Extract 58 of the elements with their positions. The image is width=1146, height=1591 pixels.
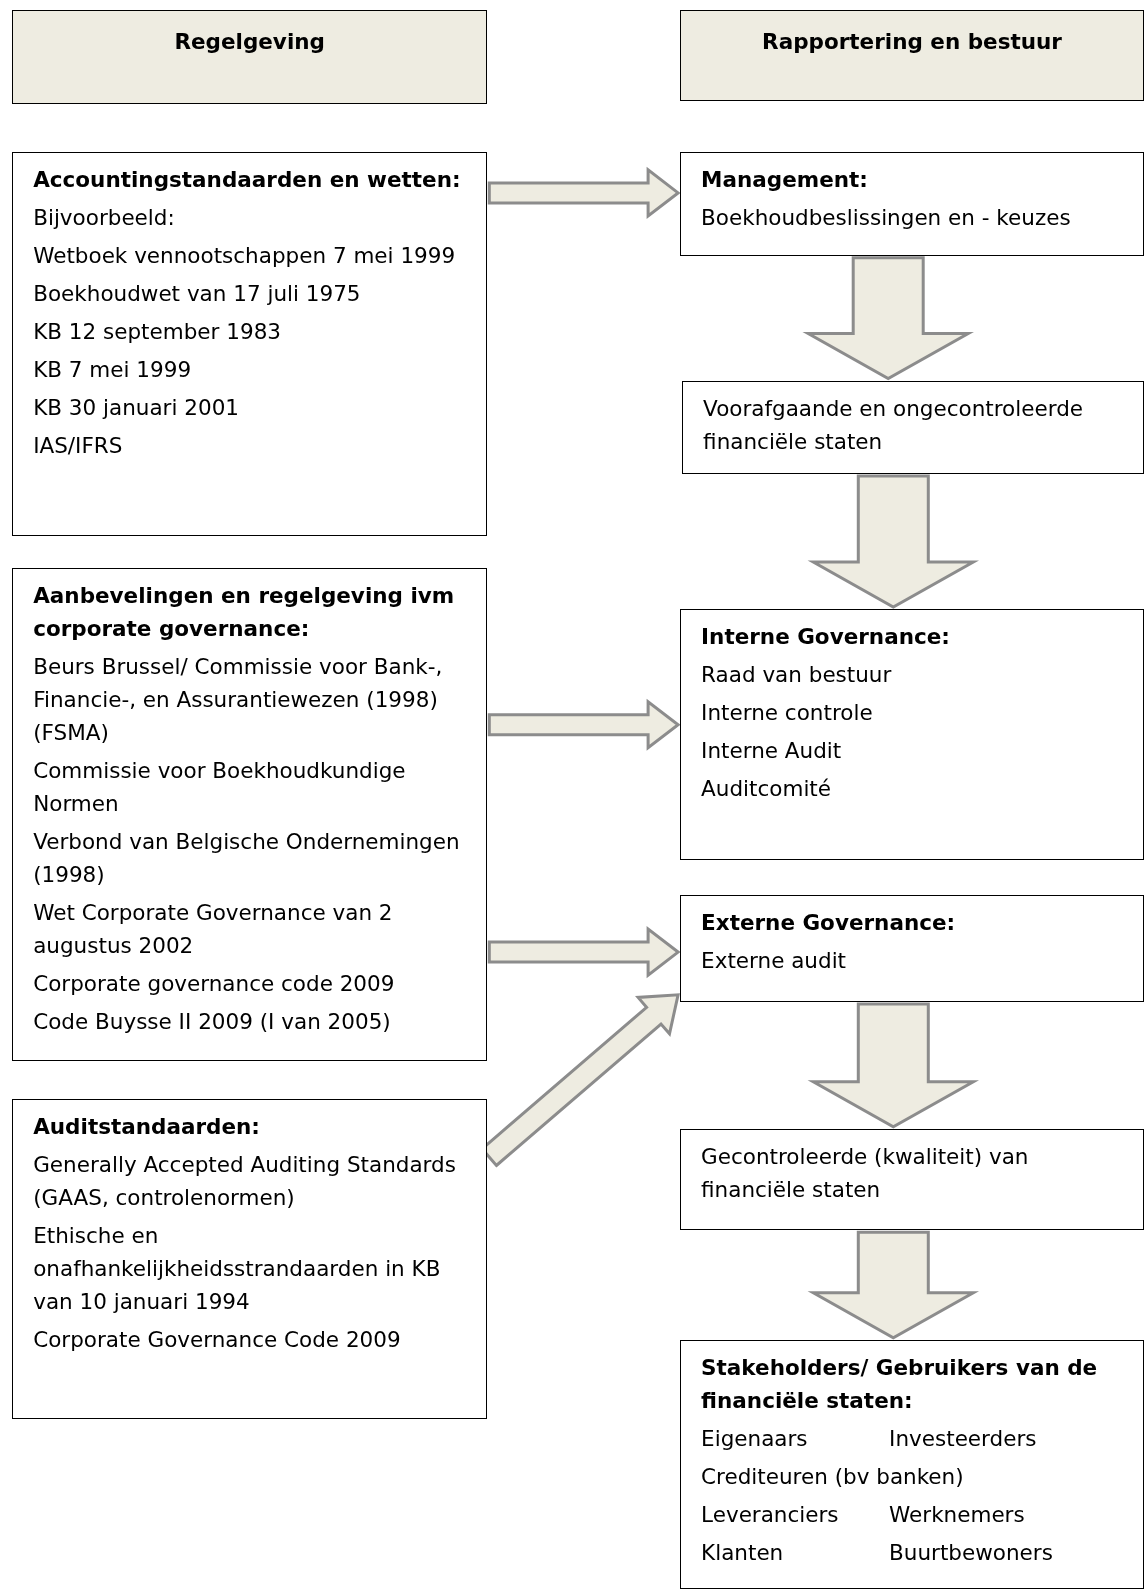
item-text: Interne Audit (701, 737, 843, 766)
heading: Externe Governance: (701, 909, 957, 938)
text-box (680, 152, 1144, 256)
item-text: Voorafgaande en ongecontroleerde financiële staten (703, 394, 1085, 456)
item-text: Werknemers (889, 1500, 1026, 1529)
item-text: Commissie voor Boekhoudkundige Normen (33, 757, 407, 819)
item-text: KB 7 mei 1999 (33, 356, 193, 385)
item-text: Gecontroleerde (kwaliteit) van financiële staten (701, 1142, 1030, 1204)
item-text: Beurs Brussel/ Commissie voor Bank-, Financie-, en Assurantiewezen (1998) (FSMA) (33, 653, 444, 748)
column-header-box (680, 10, 1144, 102)
block-arrow (807, 1230, 980, 1340)
item-text: Interne controle (701, 699, 874, 728)
text-box (680, 609, 1144, 860)
text-box (682, 380, 1144, 474)
column-header-box (12, 10, 488, 104)
item-text: Boekhoudbeslissingen en - keuzes (701, 204, 1072, 233)
item-text: Auditcomité (701, 775, 832, 804)
item-text: Crediteuren (bv banken) (701, 1462, 965, 1491)
item-text: Corporate governance code 2009 (33, 970, 396, 999)
item-text: Klanten (701, 1538, 785, 1567)
text-box (680, 1339, 1144, 1589)
item-text: Generally Accepted Auditing Standards (GAAS, controlenormen) (33, 1151, 457, 1213)
item-text: Leveranciers (701, 1500, 840, 1529)
block-arrow (487, 166, 681, 219)
item-text: Wetboek vennootschappen 7 mei 1999 (33, 242, 457, 271)
text-box (12, 1099, 488, 1420)
item-text: Boekhoudwet van 17 juli 1975 (33, 280, 362, 309)
text-box (12, 568, 488, 1061)
item-text: Eigenaars (701, 1424, 809, 1453)
block-arrow (807, 474, 980, 609)
item-text: Ethische en onafhankelijkheidsstrandaarden in KB van 10 januari 1994 (33, 1222, 442, 1317)
item-text: Corporate Governance Code 2009 (33, 1326, 402, 1355)
text-box (12, 152, 488, 536)
block-arrow (802, 256, 974, 381)
item-text: Wet Corporate Governance van 2 augustus 2002 (33, 899, 394, 961)
item-text: Bijvoorbeeld: (33, 204, 176, 233)
heading: Interne Governance: (701, 623, 951, 652)
item-text: KB 30 januari 2001 (33, 394, 240, 423)
item-text: Raad van bestuur (701, 661, 893, 690)
heading: Regelgeving (173, 28, 326, 57)
block-arrow (807, 1002, 980, 1129)
heading: Stakeholders/ Gebruikers van de financiële staten: (701, 1353, 1099, 1415)
heading: Rapportering en bestuur (761, 28, 1063, 57)
item-text: IAS/IFRS (33, 432, 124, 461)
item-text: Buurtbewoners (889, 1538, 1054, 1567)
block-arrow (487, 698, 681, 751)
block-arrow (487, 926, 681, 979)
heading: Management: (701, 166, 869, 195)
item-text: Verbond van Belgische Ondernemingen (1998) (33, 828, 461, 890)
item-text: Investeerders (889, 1424, 1038, 1453)
heading: Aanbevelingen en regelgeving ivm corporate governance: (33, 582, 456, 644)
heading: Accountingstandaarden en wetten: (33, 166, 462, 195)
heading: Auditstandaarden: (33, 1113, 261, 1142)
text-box (680, 1128, 1144, 1231)
item-text: Code Buysse II 2009 (I van 2005) (33, 1008, 392, 1037)
item-text: KB 12 september 1983 (33, 318, 282, 347)
item-text: Externe audit (701, 947, 848, 976)
text-box (680, 895, 1144, 1002)
